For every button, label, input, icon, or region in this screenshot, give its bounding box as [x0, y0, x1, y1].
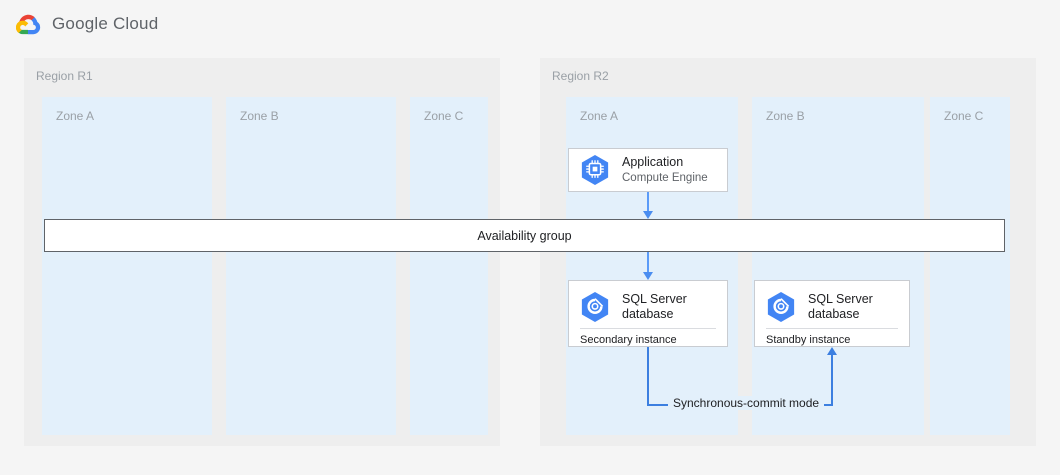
node-sql-server-standby-footer: Standby instance	[766, 328, 898, 352]
google-cloud-logo-icon	[16, 14, 41, 35]
brand-title: Google Cloud	[52, 14, 159, 33]
region-r1-zone-b-label: Zone B	[240, 109, 279, 123]
cloud-sql-icon	[581, 292, 609, 322]
node-sql-server-standby[interactable]: SQL Server database Standby instance	[754, 280, 910, 347]
cloud-sql-icon	[767, 292, 795, 322]
region-r2-zone-a-label: Zone A	[580, 109, 619, 123]
region-r2-zone-b-label: Zone B	[766, 109, 805, 123]
region-r2-label: Region R2	[552, 69, 609, 83]
connector-sync-commit-left-line	[647, 347, 649, 406]
region-r1-zone-a: Zone A	[42, 97, 212, 435]
region-r1-zone-a-label: Zone A	[56, 109, 95, 123]
node-sql-server-secondary[interactable]: SQL Server database Secondary instance	[568, 280, 728, 347]
connector-sync-commit-label: Synchronous-commit mode	[668, 396, 825, 410]
connector-availability-group-to-secondary-arrow	[643, 272, 653, 280]
region-r2-zone-c: Zone C	[930, 97, 1010, 435]
connector-sync-commit-right-line	[831, 355, 833, 406]
connector-app-to-availability-group-arrow	[643, 211, 653, 219]
region-r1-zone-c-label: Zone C	[424, 109, 464, 123]
node-application-compute-engine[interactable]: Application Compute Engine	[568, 148, 728, 192]
compute-engine-icon	[581, 155, 609, 185]
app-header: Google Cloud	[0, 0, 1060, 48]
node-sql-server-secondary-title: SQL Server database	[622, 291, 687, 321]
connector-app-to-availability-group-line	[647, 191, 649, 217]
availability-group-bar[interactable]: Availability group	[44, 219, 1005, 252]
node-application-title: Application	[622, 155, 684, 170]
region-r1-label: Region R1	[36, 69, 93, 83]
node-application-subtitle: Compute Engine	[622, 171, 708, 184]
region-r1-zone-b: Zone B	[226, 97, 396, 435]
node-sql-server-secondary-footer: Secondary instance	[580, 328, 716, 352]
availability-group-label: Availability group	[477, 228, 572, 243]
connector-sync-commit-arrow	[827, 347, 837, 355]
region-r2-zone-b: Zone B	[752, 97, 924, 435]
region-r1-zone-c: Zone C	[410, 97, 488, 435]
region-r2-zone-c-label: Zone C	[944, 109, 984, 123]
node-sql-server-standby-title: SQL Server database	[808, 291, 873, 321]
connector-availability-group-to-secondary-line	[647, 252, 649, 278]
